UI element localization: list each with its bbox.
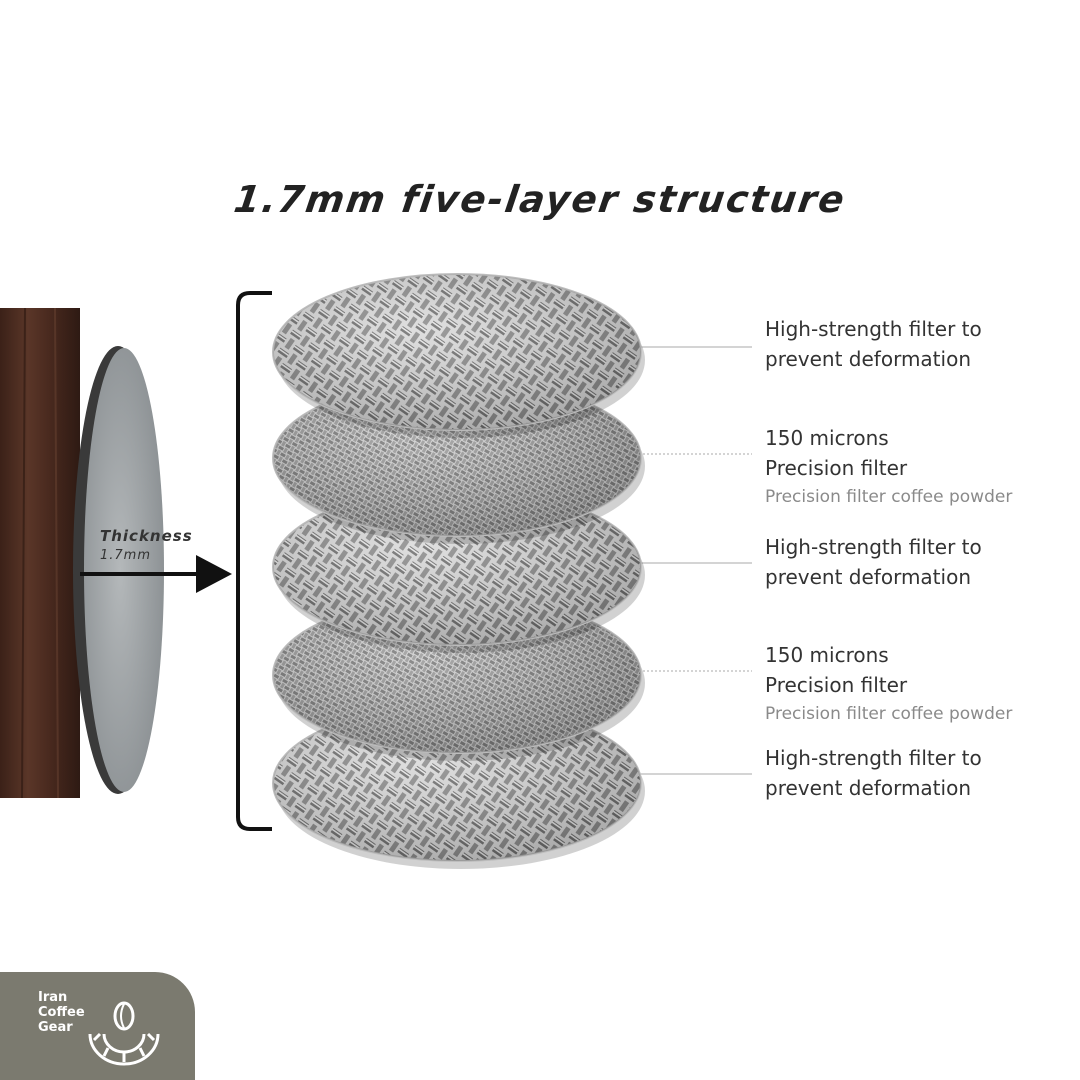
- mesh-layer-shading: [273, 597, 641, 753]
- mesh-layer-3: [272, 488, 645, 653]
- layer-label-4-line2: Precision filter: [765, 673, 908, 697]
- leader-lines: [631, 346, 752, 775]
- mesh-layers: [272, 273, 645, 869]
- brand-logo: Iran Coffee Gear: [0, 972, 195, 1080]
- mesh-layer-shading: [273, 489, 641, 645]
- layer-label-1: High-strength filter to prevent deformat…: [765, 314, 982, 374]
- layer-bracket: [236, 291, 272, 831]
- layer-label-2-line1: 150 microns: [765, 426, 889, 450]
- layer-label-4-sub: Precision filter coffee powder: [765, 704, 1013, 724]
- layer-label-1-line1: High-strength filter to: [765, 317, 982, 341]
- layer-label-5-line2: prevent deformation: [765, 776, 971, 800]
- brand-line-3: Gear: [38, 1020, 73, 1035]
- layer-label-2-sub: Precision filter coffee powder: [765, 487, 1013, 507]
- layer-label-5: High-strength filter to prevent deformat…: [765, 743, 982, 803]
- mesh-layer-shading: [273, 705, 641, 861]
- diagram-title: 1.7mm five-layer structure: [231, 178, 849, 221]
- layer-label-1-line2: prevent deformation: [765, 347, 971, 371]
- layer-label-3-line2: prevent deformation: [765, 565, 971, 589]
- layer-label-2-line2: Precision filter: [765, 456, 908, 480]
- thickness-value: 1.7mm: [100, 548, 152, 563]
- mesh-layer-4: [272, 596, 645, 761]
- layer-label-5-line1: High-strength filter to: [765, 746, 982, 770]
- thickness-arrowhead: [196, 555, 232, 593]
- coffee-gear-icon: [88, 1001, 160, 1066]
- thickness-label-text: Thickness: [100, 527, 193, 545]
- layer-label-4-line1: 150 microns: [765, 643, 889, 667]
- wood-handle: [0, 308, 80, 798]
- mesh-layer-shading: [273, 274, 641, 430]
- layer-label-3-line1: High-strength filter to: [765, 535, 982, 559]
- puck-screen-disc: [84, 348, 164, 792]
- layer-label-2: 150 microns Precision filter Precision f…: [765, 423, 1012, 511]
- brand-logo-text: Iran Coffee Gear: [38, 990, 85, 1035]
- layer-label-4: 150 microns Precision filter Precision f…: [765, 640, 1012, 728]
- mesh-layer-5: [272, 704, 645, 869]
- brand-line-2: Coffee: [38, 1005, 85, 1020]
- mesh-layer-1: [272, 273, 645, 438]
- thickness-label: Thickness 1.7mm: [100, 527, 193, 565]
- layer-label-3: High-strength filter to prevent deformat…: [765, 532, 982, 592]
- brand-line-1: Iran: [38, 990, 68, 1005]
